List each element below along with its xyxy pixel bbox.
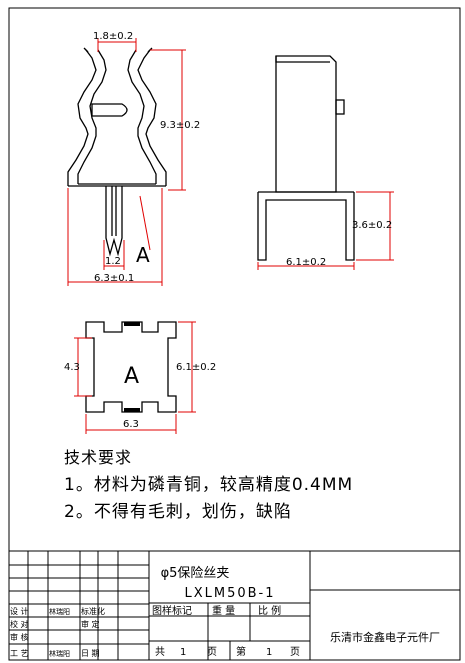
role-review: 审 核	[10, 632, 29, 642]
top-view-notch-bottom	[124, 408, 140, 412]
title-block-grid	[9, 550, 460, 660]
role-check: 校 对	[10, 619, 29, 629]
top-view-mark: A	[124, 364, 139, 389]
role-process-2: 日 期	[81, 649, 100, 658]
front-view	[67, 47, 167, 257]
role-process-name: 林瑞阳	[49, 649, 70, 658]
header-scale: 比 例	[258, 604, 281, 617]
front-view-dimensions	[67, 38, 186, 286]
dim-leg-height: 3.6±0.2	[352, 220, 392, 231]
sheet-page-prefix: 第	[236, 645, 246, 658]
role-design-name: 林瑞阳	[49, 607, 70, 616]
sheet-page-unit: 页	[290, 646, 300, 658]
role-design-2: 标准化	[81, 606, 105, 616]
part-code: LXLM50B-1	[184, 586, 275, 601]
sheet-total-unit: 页	[207, 646, 217, 658]
side-view	[257, 55, 355, 261]
dim-height: 9.3±0.2	[160, 120, 200, 131]
company-name: 乐清市金鑫电子元件厂	[330, 630, 440, 644]
sheet-total: 1	[180, 647, 186, 658]
requirements-title: 技术要求	[64, 448, 133, 467]
sheet-page: 1	[266, 647, 272, 658]
header-mark: 图样标记	[152, 604, 192, 617]
dim-pin-width: 1.2	[105, 256, 121, 267]
top-view-dimensions	[74, 321, 196, 434]
front-view-mark: A	[136, 243, 150, 267]
requirements-line-2: 2。不得有毛刺，划伤，缺陷	[64, 502, 292, 522]
dim-top-left: 4.3	[64, 362, 80, 373]
header-weight: 重 量	[212, 604, 235, 617]
dim-top-bottom: 6.3	[123, 419, 139, 430]
role-process: 工 艺	[10, 649, 29, 658]
part-name: φ5保险丝夹	[161, 566, 230, 581]
requirements-line-1: 1。材料为磷青铜，较高精度0.4MM	[64, 475, 354, 495]
role-check-2: 审 定	[81, 619, 100, 629]
dim-side-width: 6.1±0.2	[286, 257, 326, 268]
sheet-frame	[8, 7, 461, 661]
role-design: 设 计	[10, 606, 29, 616]
top-view-notch-top	[124, 322, 140, 326]
dim-top-width: 1.8±0.2	[93, 31, 133, 42]
sheet-total-prefix: 共	[155, 646, 165, 658]
dim-top-right: 6.1±0.2	[176, 362, 216, 373]
dim-base-width: 6.3±0.1	[94, 273, 134, 284]
side-view-dimensions	[257, 191, 394, 270]
